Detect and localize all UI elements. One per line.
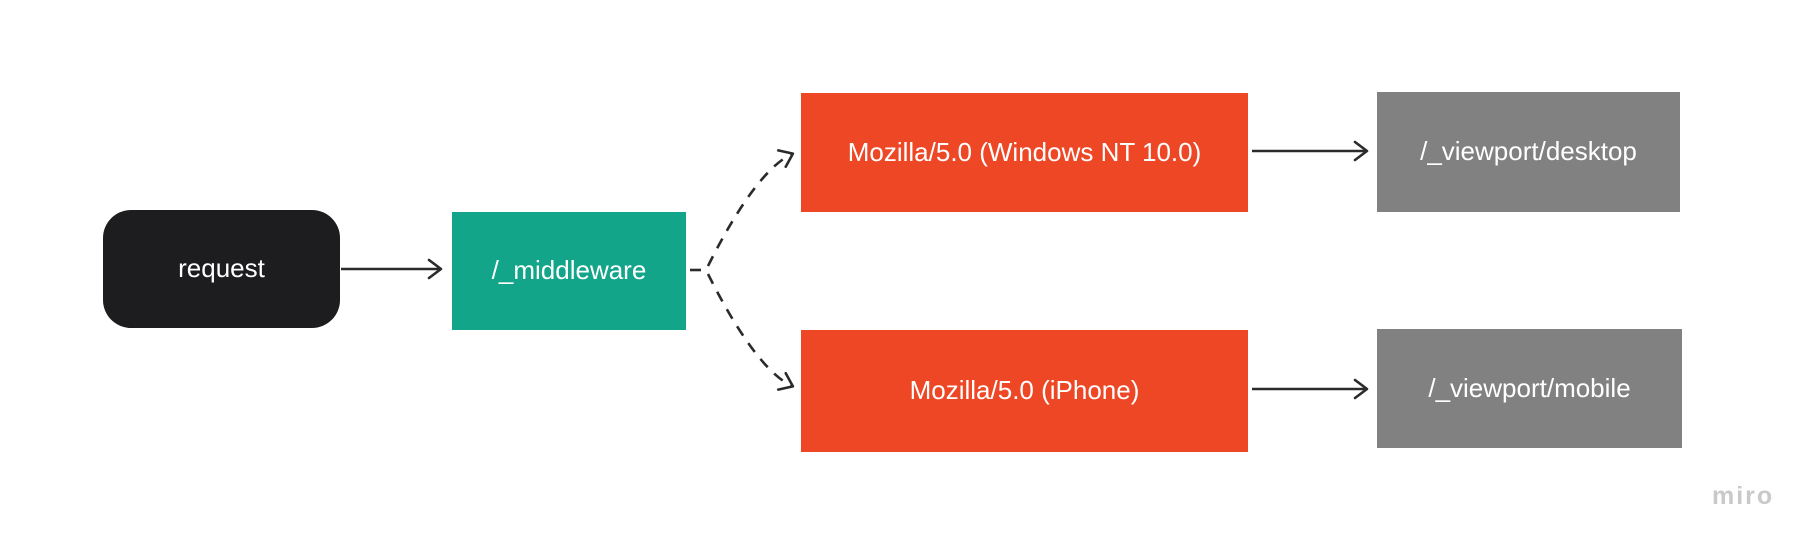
node-viewport-desktop[interactable]: /_viewport/desktop xyxy=(1377,92,1680,212)
node-viewport-mobile-label: /_viewport/mobile xyxy=(1428,372,1631,403)
node-user-agent-mobile[interactable]: Mozilla/5.0 (iPhone) xyxy=(801,330,1248,452)
edge-middleware-ua-desktop xyxy=(706,149,795,267)
node-viewport-desktop-label: /_viewport/desktop xyxy=(1420,136,1637,167)
node-user-agent-desktop-label: Mozilla/5.0 (Windows NT 10.0) xyxy=(847,136,1202,167)
node-user-agent-mobile-label: Mozilla/5.0 (iPhone) xyxy=(909,375,1140,406)
node-request[interactable]: request xyxy=(103,210,340,328)
node-middleware-label: /_middleware xyxy=(491,255,647,286)
miro-watermark: miro xyxy=(1712,482,1775,510)
node-request-label: request xyxy=(178,253,265,284)
node-user-agent-desktop[interactable]: Mozilla/5.0 (Windows NT 10.0) xyxy=(801,93,1248,212)
node-viewport-mobile[interactable]: /_viewport/mobile xyxy=(1377,329,1682,448)
edge-middleware-ua-mobile xyxy=(706,273,795,391)
node-middleware[interactable]: /_middleware xyxy=(452,212,686,330)
